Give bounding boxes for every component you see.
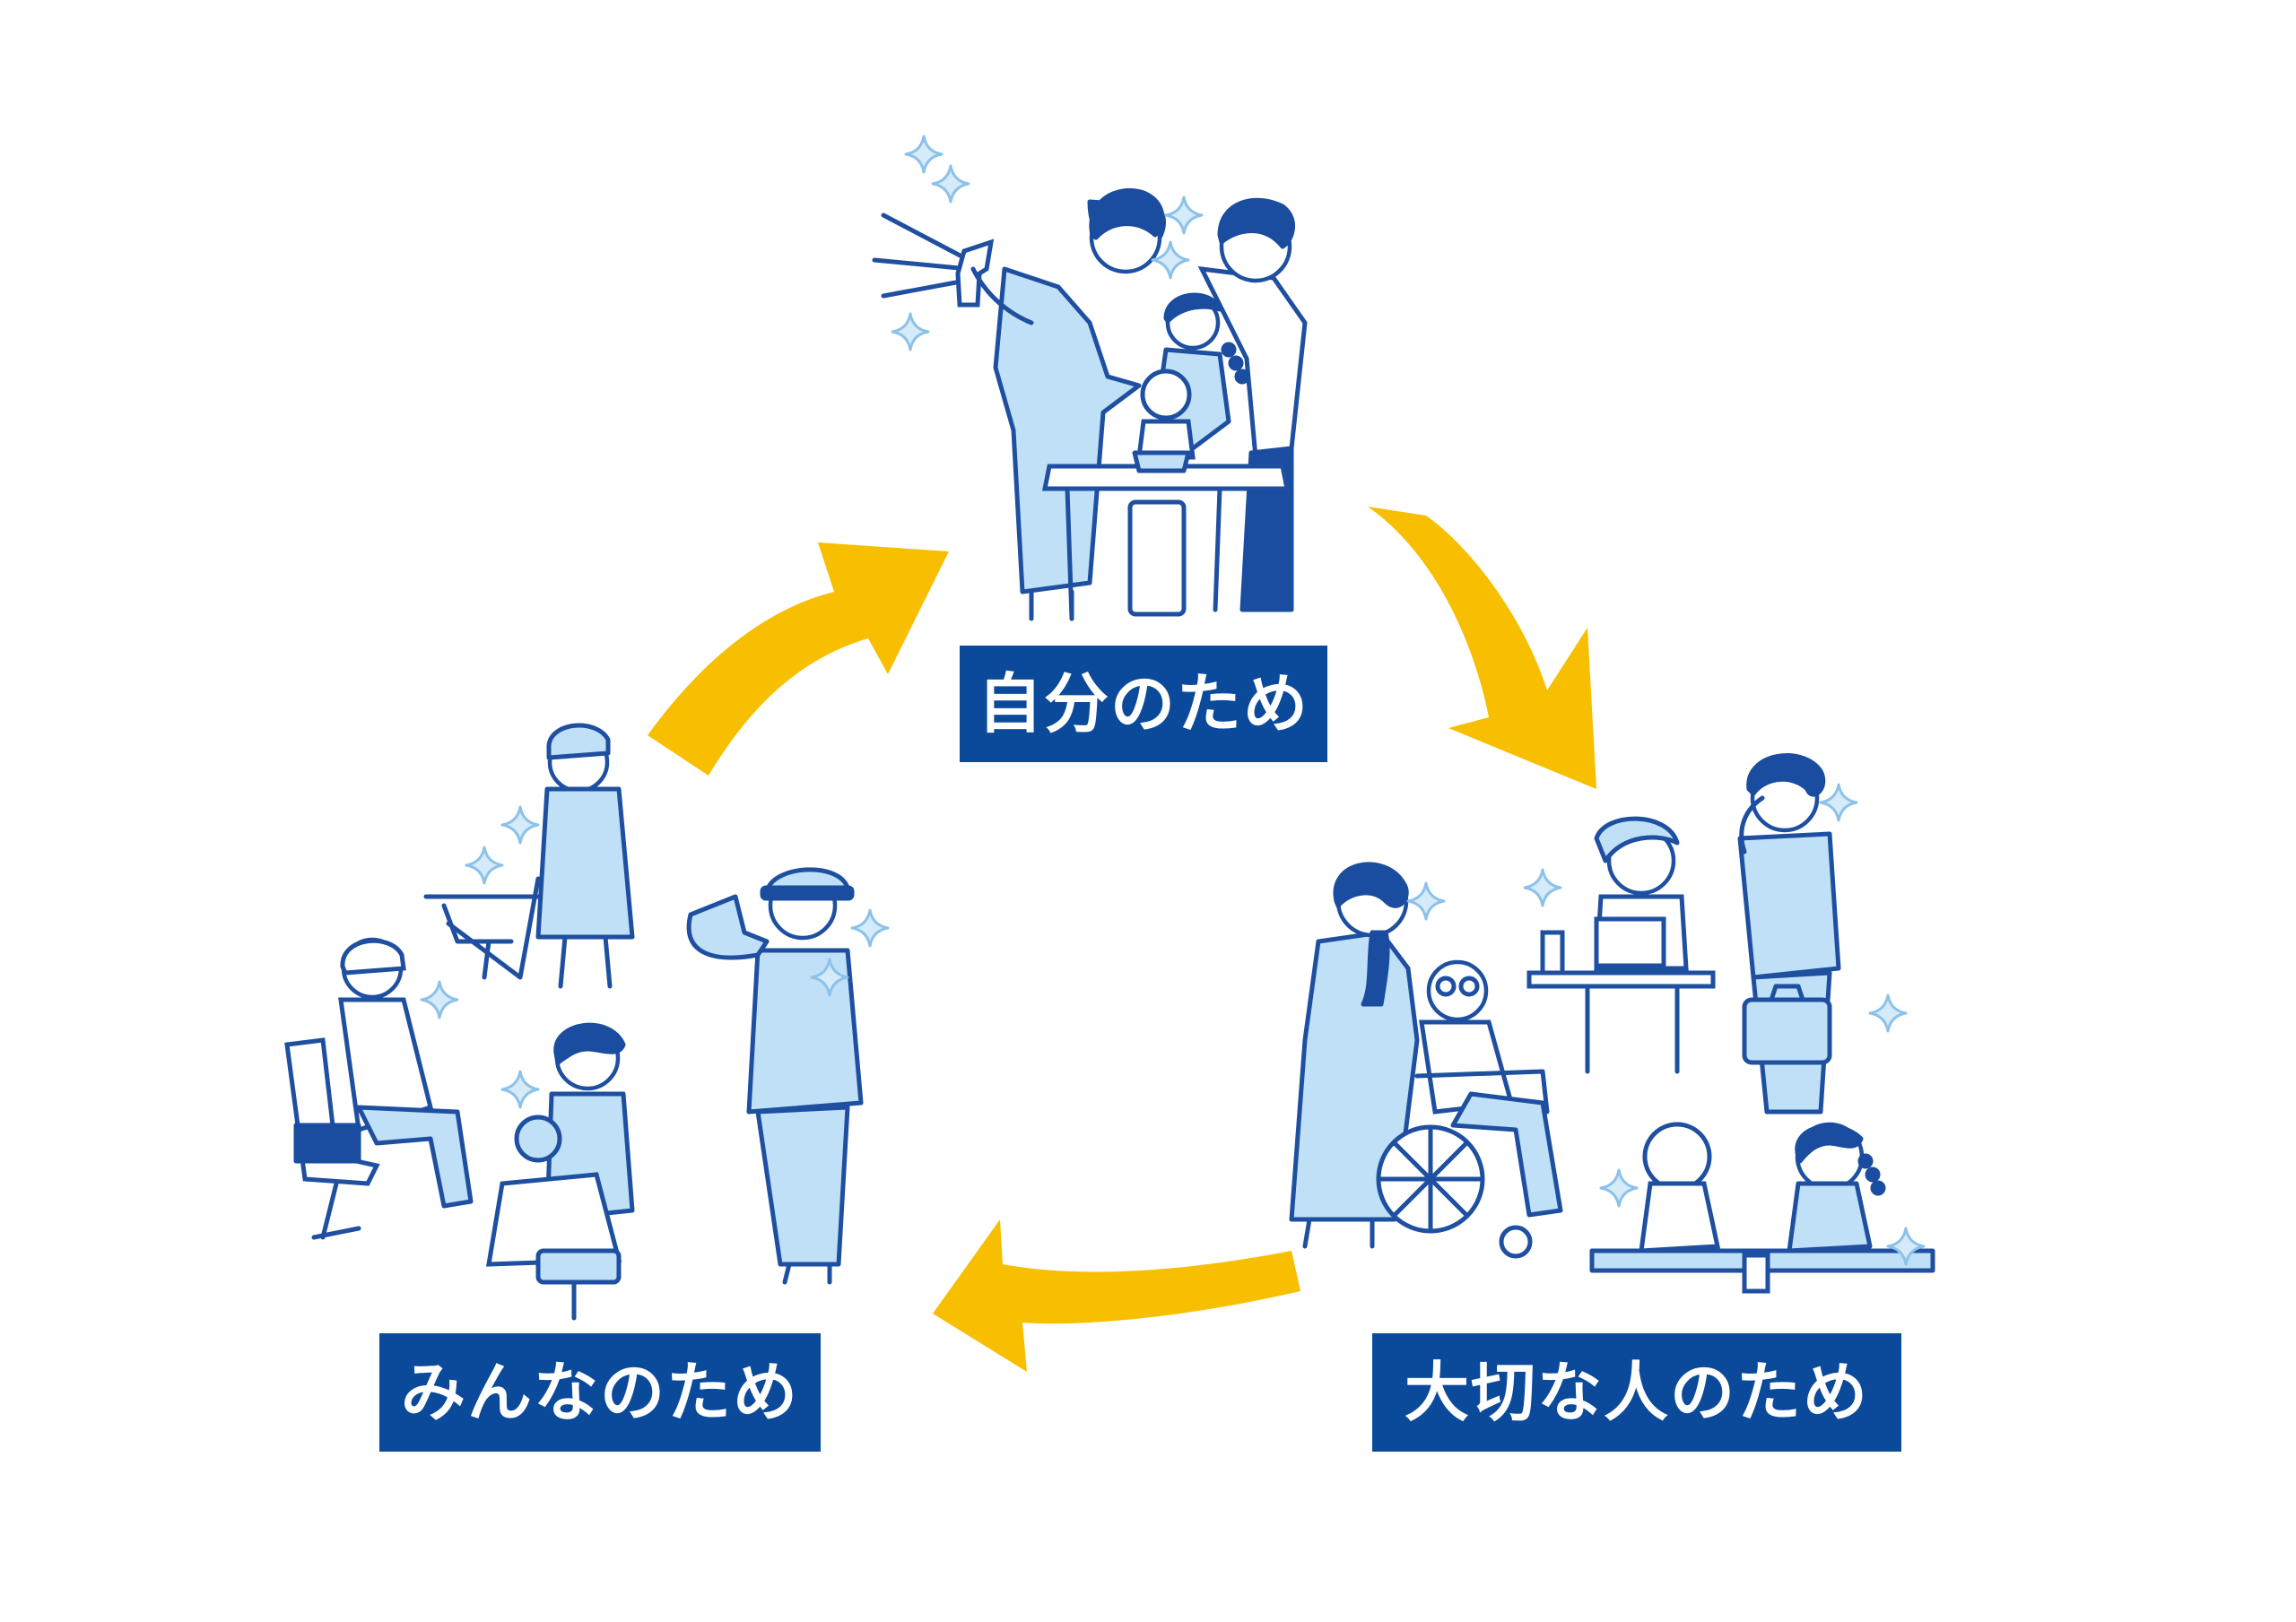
children-cleaning-figures xyxy=(1589,1122,1935,1294)
station-staff-figure xyxy=(686,867,864,1285)
caregiver-figure xyxy=(1289,862,1420,1249)
businessman-figure xyxy=(1737,753,1841,1115)
label-loved-ones-text: 大切な人のため xyxy=(1404,1355,1869,1430)
baby-figure xyxy=(1136,369,1196,460)
shopping-cart-icon xyxy=(423,876,541,980)
label-self: 自分のため xyxy=(960,646,1327,762)
mother-figure xyxy=(970,187,1166,621)
illustration-loved-ones xyxy=(1289,753,1935,1294)
nurse-with-baby-figure xyxy=(486,1022,635,1321)
label-self-text: 自分のため xyxy=(977,666,1309,742)
label-everyone-text: みんなのため xyxy=(400,1355,799,1430)
sink-counter xyxy=(1041,450,1291,621)
remote-worker-figure xyxy=(1526,816,1716,1074)
illustration-self xyxy=(872,134,1308,621)
arrow-loved-ones-to-everyone xyxy=(933,1219,1300,1372)
sanitizer-bottle-icon xyxy=(1540,930,1565,976)
label-everyone: みんなのため xyxy=(379,1333,821,1452)
arrow-everyone-to-self xyxy=(648,542,949,776)
spray-lines xyxy=(872,213,973,299)
doctor-figure xyxy=(284,937,474,1240)
spray-bottle-small-icon xyxy=(1742,1253,1770,1294)
laptop-icon xyxy=(1594,916,1666,968)
arrow-self-to-loved-ones xyxy=(1368,507,1596,789)
briefcase-icon xyxy=(1742,997,1832,1065)
illustration-everyone xyxy=(284,723,890,1321)
cycle-arrows xyxy=(648,507,1596,1372)
store-clerk-figure xyxy=(423,723,635,989)
elderly-wheelchair-figure xyxy=(1376,959,1563,1259)
label-loved-ones: 大切な人のため xyxy=(1372,1333,1901,1452)
